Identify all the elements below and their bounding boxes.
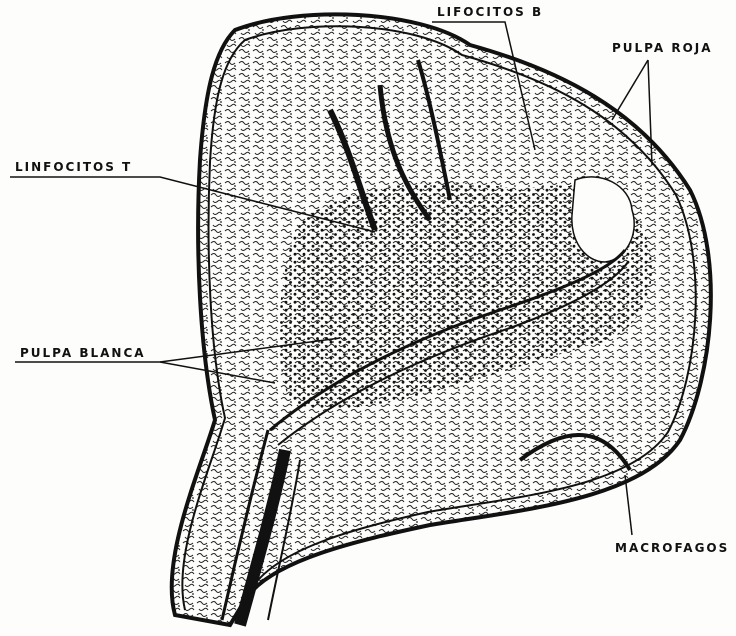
label-linfocitos-t: LINFOCITOS T (15, 160, 132, 174)
label-pulpa-roja: PULPA ROJA (612, 41, 713, 55)
pointer-pulpa-roja-1 (612, 60, 648, 120)
label-pulpa-blanca: PULPA BLANCA (20, 346, 146, 360)
label-lifocitos-b: LIFOCITOS B (437, 5, 543, 19)
label-macrofagos: MACROFAGOS (615, 541, 729, 555)
pointer-macrofagos (625, 475, 632, 535)
